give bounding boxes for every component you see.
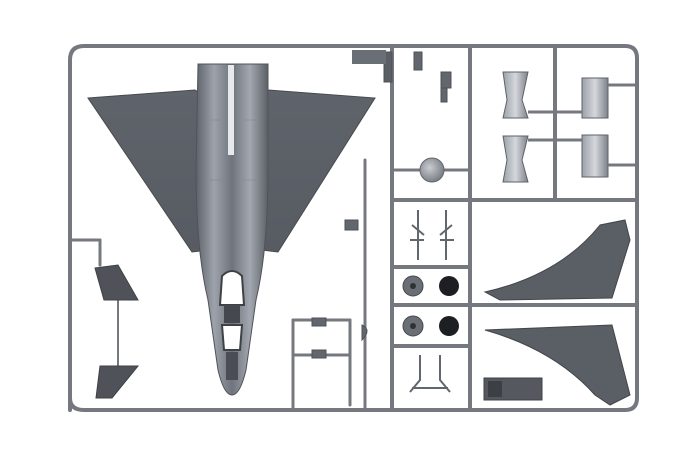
air-intake-parts xyxy=(502,71,637,183)
cockpit-tub xyxy=(483,377,543,401)
small-fittings xyxy=(311,51,452,359)
sprue-tab xyxy=(352,50,386,64)
radar-dome xyxy=(392,157,470,183)
landing-gear-parts xyxy=(409,210,454,393)
upper-fuselage-and-wing xyxy=(87,63,376,396)
canard-parts xyxy=(94,264,140,399)
wheels-and-tires xyxy=(402,275,459,337)
vertical-tail-parts xyxy=(483,219,631,406)
fuselage-slot xyxy=(228,65,234,155)
